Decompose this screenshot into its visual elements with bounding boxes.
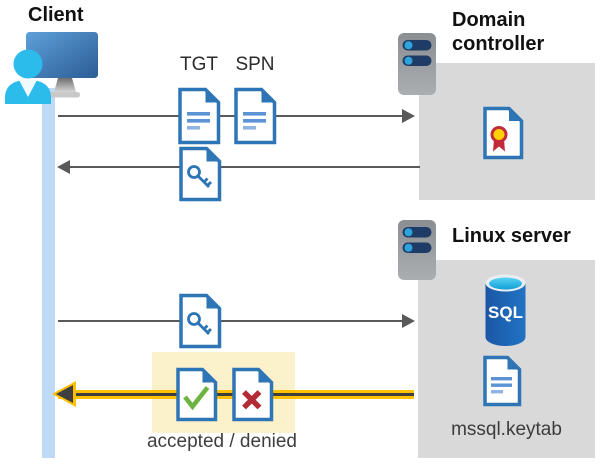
arrow-client-to-linux-head: [402, 314, 415, 328]
linux-server-icon: [398, 220, 436, 280]
certificate-icon: [483, 106, 524, 160]
dc-server-icon: [398, 33, 436, 95]
key-icon: [187, 312, 201, 326]
keytab-file-icon: [483, 355, 522, 407]
arrow-dc-to-client-line: [70, 166, 420, 168]
key-ticket-icon: [179, 293, 222, 349]
arrow-dc-to-client-head: [57, 160, 70, 174]
arrow-client-to-dc-head: [402, 109, 415, 123]
tgt-document-icon: [178, 87, 221, 145]
x-icon: [242, 390, 262, 410]
sql-text: SQL: [488, 303, 523, 322]
tgt-label: TGT: [180, 54, 218, 75]
arrow-client-to-linux-line: [58, 320, 402, 322]
monitor-base: [49, 92, 80, 98]
accepted-document-icon: [176, 367, 218, 422]
sql-database-icon: SQL: [485, 274, 526, 346]
person-collar: [19, 80, 37, 97]
spn-label: SPN: [235, 54, 275, 75]
spn-document-icon: [234, 87, 277, 145]
keytab-label: mssql.keytab: [451, 419, 562, 440]
client-label: Client: [28, 4, 84, 26]
result-label: accepted / denied: [146, 431, 297, 452]
check-icon: [183, 386, 210, 411]
monitor-screen: [26, 32, 98, 78]
linux-server-label: Linux server: [452, 225, 571, 247]
key-icon: [187, 165, 201, 179]
client-timeline-bar: [42, 88, 55, 458]
person-head: [13, 49, 43, 79]
key-ticket-icon: [179, 146, 222, 202]
client-icon: [5, 32, 98, 104]
domain-controller-label: Domain controller: [452, 9, 545, 55]
arrow-client-to-dc-line: [58, 115, 402, 117]
monitor-stand: [54, 78, 76, 92]
denied-document-icon: [232, 367, 274, 422]
arrow-result-head: [56, 385, 73, 403]
